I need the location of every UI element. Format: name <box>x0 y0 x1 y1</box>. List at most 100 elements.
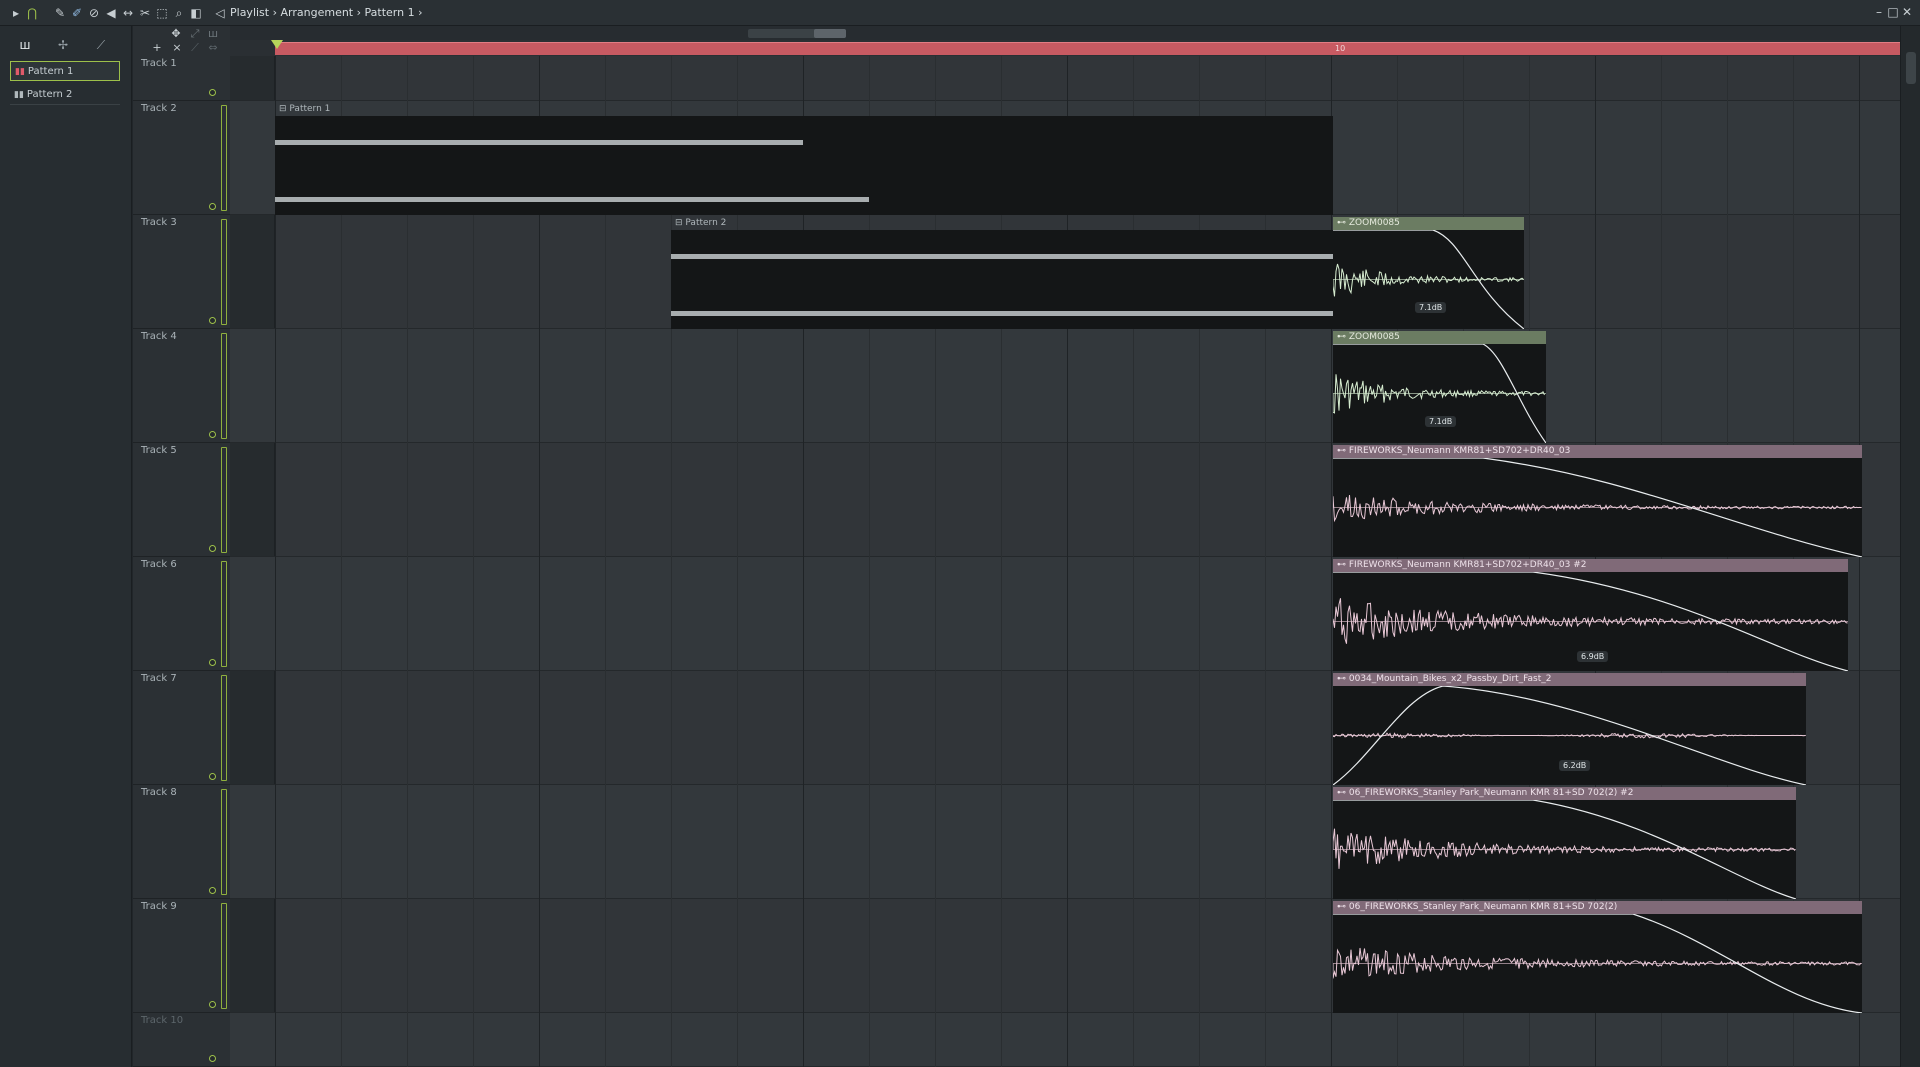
track-header-5[interactable]: Track 5 <box>133 443 230 557</box>
volume-envelope[interactable] <box>1333 686 1806 785</box>
volume-envelope[interactable] <box>1333 230 1524 329</box>
automation-icon[interactable]: ⟋ <box>96 38 106 52</box>
track-mute-led[interactable] <box>209 773 216 780</box>
playlist-overview-scrollbar[interactable] <box>230 26 1900 40</box>
track-color-strip[interactable] <box>221 333 227 439</box>
track-name[interactable]: Track 5 <box>141 445 177 456</box>
track-mute-led[interactable] <box>209 317 216 324</box>
volume-envelope[interactable] <box>1333 572 1848 671</box>
title-arrangement[interactable]: Arrangement <box>280 6 354 19</box>
timeline-ruler[interactable]: 10 <box>230 40 1900 56</box>
volume-envelope[interactable] <box>1333 914 1862 1013</box>
audio-clip-stanley-park-2[interactable]: ⊷ 06_FIREWORKS_Stanley Park_Neumann KMR … <box>1333 787 1796 899</box>
vertical-scroll-thumb[interactable] <box>1906 52 1916 84</box>
track-name[interactable]: Track 4 <box>141 331 177 342</box>
track-lane-4[interactable] <box>230 329 1900 443</box>
clip-title[interactable]: ⊷ ZOOM0085 <box>1333 331 1546 344</box>
track-mute-led[interactable] <box>209 89 216 96</box>
track-color-strip[interactable] <box>221 789 227 895</box>
overview-view-marker[interactable] <box>814 29 846 38</box>
slip-icon[interactable]: ↔ <box>122 6 134 20</box>
audio-clip-stanley-park-1[interactable]: ⊷ 06_FIREWORKS_Stanley Park_Neumann KMR … <box>1333 901 1862 1013</box>
audio-clip-mountain-bikes[interactable]: ⊷ 0034_Mountain_Bikes_x2_Passby_Dirt_Fas… <box>1333 673 1806 785</box>
track-name[interactable]: Track 9 <box>141 901 177 912</box>
clip-title[interactable]: ⊷ FIREWORKS_Neumann KMR81+SD702+DR40_03 … <box>1333 559 1848 572</box>
speaker-icon[interactable]: ◁ <box>215 6 225 20</box>
pattern-item-1[interactable]: ▮▮Pattern 1 <box>10 61 120 81</box>
track-header-9[interactable]: Track 9 <box>133 899 230 1013</box>
track-color-strip[interactable] <box>221 561 227 667</box>
track-header-8[interactable]: Track 8 <box>133 785 230 899</box>
audio-clip-fireworks-2[interactable]: ⊷ FIREWORKS_Neumann KMR81+SD702+DR40_03 … <box>1333 559 1848 671</box>
piano-roll-icon[interactable]: ш <box>19 38 31 52</box>
track-color-strip[interactable] <box>221 219 227 325</box>
track-mute-led[interactable] <box>209 887 216 894</box>
select-icon[interactable]: ⬚ <box>156 6 168 20</box>
move-icon[interactable]: ✥ <box>171 27 181 40</box>
track-header-7[interactable]: Track 7 <box>133 671 230 785</box>
clip-title[interactable]: ⊟ Pattern 2 <box>671 217 1333 230</box>
track-color-strip[interactable] <box>221 675 227 781</box>
track-mute-led[interactable] <box>209 431 216 438</box>
loop-region[interactable]: 10 <box>275 42 1900 55</box>
remove-icon[interactable]: × <box>172 41 182 54</box>
track-mute-led[interactable] <box>209 1001 216 1008</box>
volume-envelope[interactable] <box>1333 344 1546 443</box>
overview-thumb[interactable] <box>748 29 846 38</box>
paint-icon[interactable]: ✐ <box>71 6 83 20</box>
volume-envelope[interactable] <box>1333 800 1796 899</box>
grid-icon[interactable]: ш <box>207 27 219 40</box>
stretch-icon[interactable]: ⤢ <box>190 27 200 40</box>
track-name[interactable]: Track 7 <box>141 673 177 684</box>
menu-arrow-icon[interactable]: ▸ <box>12 6 20 20</box>
zoom-icon[interactable]: ⌕ <box>175 6 183 20</box>
track-color-strip[interactable] <box>221 903 227 1009</box>
track-mute-led[interactable] <box>209 545 216 552</box>
vertical-scrollbar[interactable] <box>1900 26 1920 1067</box>
clip-title[interactable]: ⊷ ZOOM0085 <box>1333 217 1524 230</box>
clip-title[interactable]: ⊷ 0034_Mountain_Bikes_x2_Passby_Dirt_Fas… <box>1333 673 1806 686</box>
track-color-strip[interactable] <box>221 105 227 211</box>
track-lane-1[interactable] <box>230 56 1900 101</box>
pencil-icon[interactable]: ✎ <box>54 6 66 20</box>
playhead-marker[interactable] <box>271 40 283 49</box>
audio-clip-icon[interactable]: ✢ <box>57 38 69 52</box>
pattern-clip-1[interactable]: ⊟ Pattern 1 <box>275 103 1333 215</box>
magnet-icon[interactable]: ⋂ <box>27 6 37 20</box>
track-lane-10[interactable] <box>230 1013 1900 1067</box>
track-mute-led[interactable] <box>209 1055 216 1062</box>
pattern-clip-2[interactable]: ⊟ Pattern 2 <box>671 217 1333 329</box>
link-icon[interactable]: ⇔ <box>208 41 218 54</box>
clip-title[interactable]: ⊷ 06_FIREWORKS_Stanley Park_Neumann KMR … <box>1333 901 1862 914</box>
close-icon[interactable]: ✕ <box>1901 5 1913 19</box>
edit-icon[interactable]: ⟋ <box>191 41 199 54</box>
track-name[interactable]: Track 8 <box>141 787 177 798</box>
track-header-1[interactable]: Track 1 <box>133 56 230 101</box>
track-mute-led[interactable] <box>209 203 216 210</box>
track-lane-9[interactable] <box>230 899 1900 1013</box>
track-name[interactable]: Track 6 <box>141 559 177 570</box>
title-pattern[interactable]: Pattern 1 <box>364 6 415 19</box>
track-name[interactable]: Track 2 <box>141 103 177 114</box>
slice-icon[interactable]: ✂ <box>139 6 151 20</box>
add-icon[interactable]: + <box>152 41 162 54</box>
track-color-strip[interactable] <box>221 447 227 553</box>
maximize-icon[interactable]: □ <box>1887 5 1899 19</box>
track-header-10[interactable]: Track 10 <box>133 1013 230 1067</box>
track-name[interactable]: Track 10 <box>141 1015 184 1026</box>
track-header-4[interactable]: Track 4 <box>133 329 230 443</box>
delete-icon[interactable]: ⊘ <box>88 6 100 20</box>
track-header-6[interactable]: Track 6 <box>133 557 230 671</box>
track-name[interactable]: Track 3 <box>141 217 177 228</box>
clip-title[interactable]: ⊷ 06_FIREWORKS_Stanley Park_Neumann KMR … <box>1333 787 1796 800</box>
track-mute-led[interactable] <box>209 659 216 666</box>
mute-icon[interactable]: ◀ <box>106 6 116 20</box>
clip-title[interactable]: ⊷ FIREWORKS_Neumann KMR81+SD702+DR40_03 <box>1333 445 1862 458</box>
playback-icon[interactable]: ◧ <box>190 6 202 20</box>
volume-envelope[interactable] <box>1333 458 1862 557</box>
audio-clip-fireworks-1[interactable]: ⊷ FIREWORKS_Neumann KMR81+SD702+DR40_03 <box>1333 445 1862 557</box>
minimize-icon[interactable]: – <box>1876 5 1882 19</box>
track-header-3[interactable]: Track 3 <box>133 215 230 329</box>
